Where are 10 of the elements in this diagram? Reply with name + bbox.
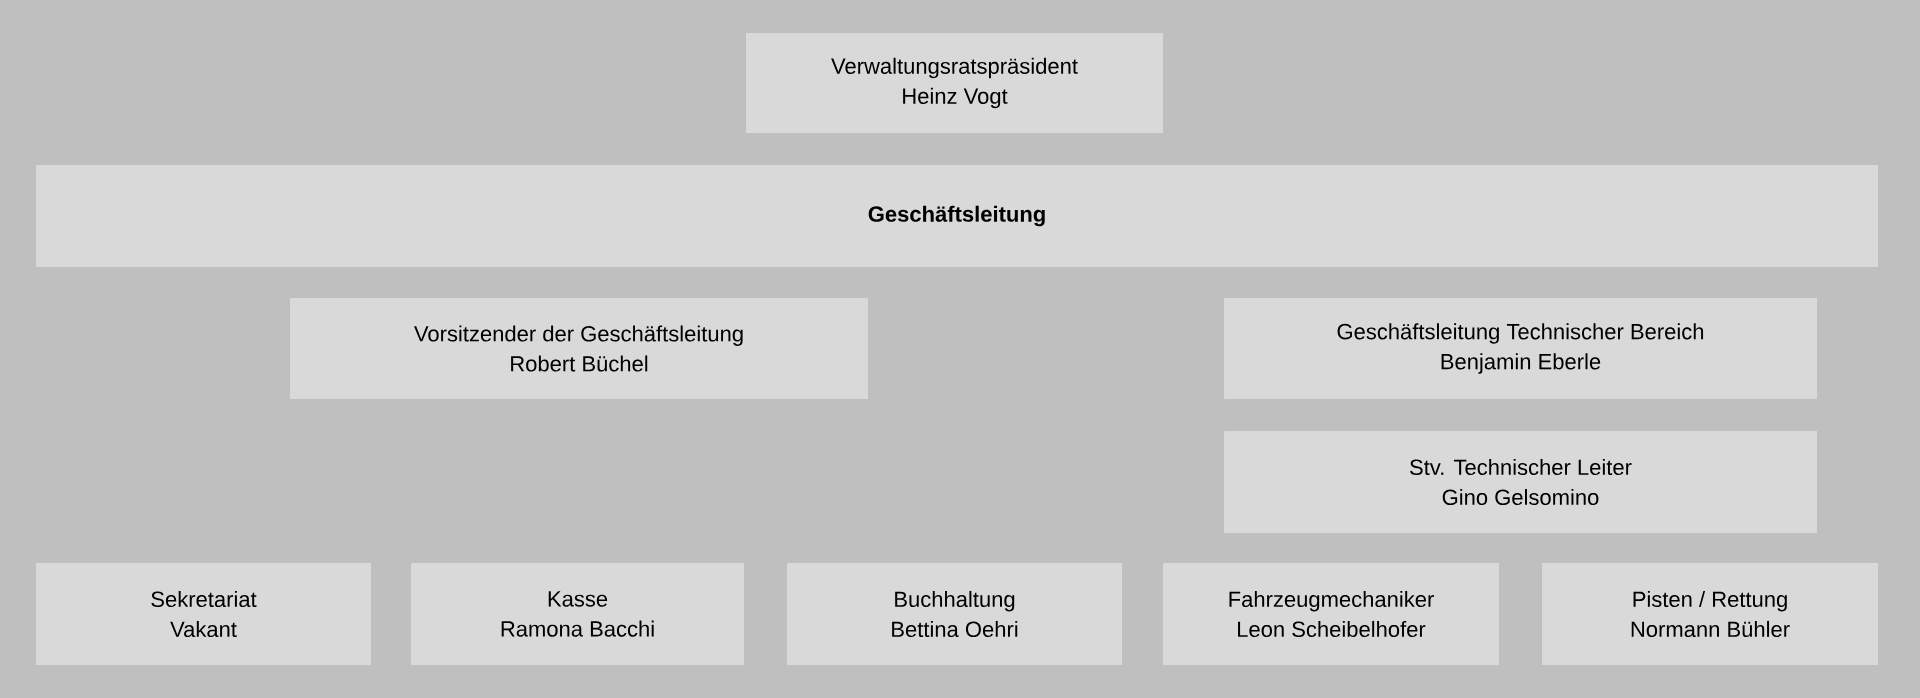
org-box: Stv. Technischer Leiter Gino Gelsomino — [1224, 431, 1817, 533]
org-box: Sekretariat Vakant — [36, 563, 371, 665]
org-box: Vorsitzender der Geschäftsleitung Robert Büchel — [290, 298, 868, 399]
org-box: Geschäftsleitung — [36, 165, 1878, 267]
org-box: Fahrzeugmechaniker Leon Scheibelhofer — [1163, 563, 1499, 665]
org-box: Geschäftsleitung Technischer Bereich Benjamin Eberle — [1224, 298, 1817, 399]
org-box: Verwaltungsratspräsident Heinz Vogt — [746, 33, 1163, 133]
org-box: Pisten / Rettung Normann Bühler — [1542, 563, 1878, 665]
org-box: Kasse Ramona Bacchi — [411, 563, 744, 665]
org-box: Buchhaltung Bettina Oehri — [787, 563, 1122, 665]
